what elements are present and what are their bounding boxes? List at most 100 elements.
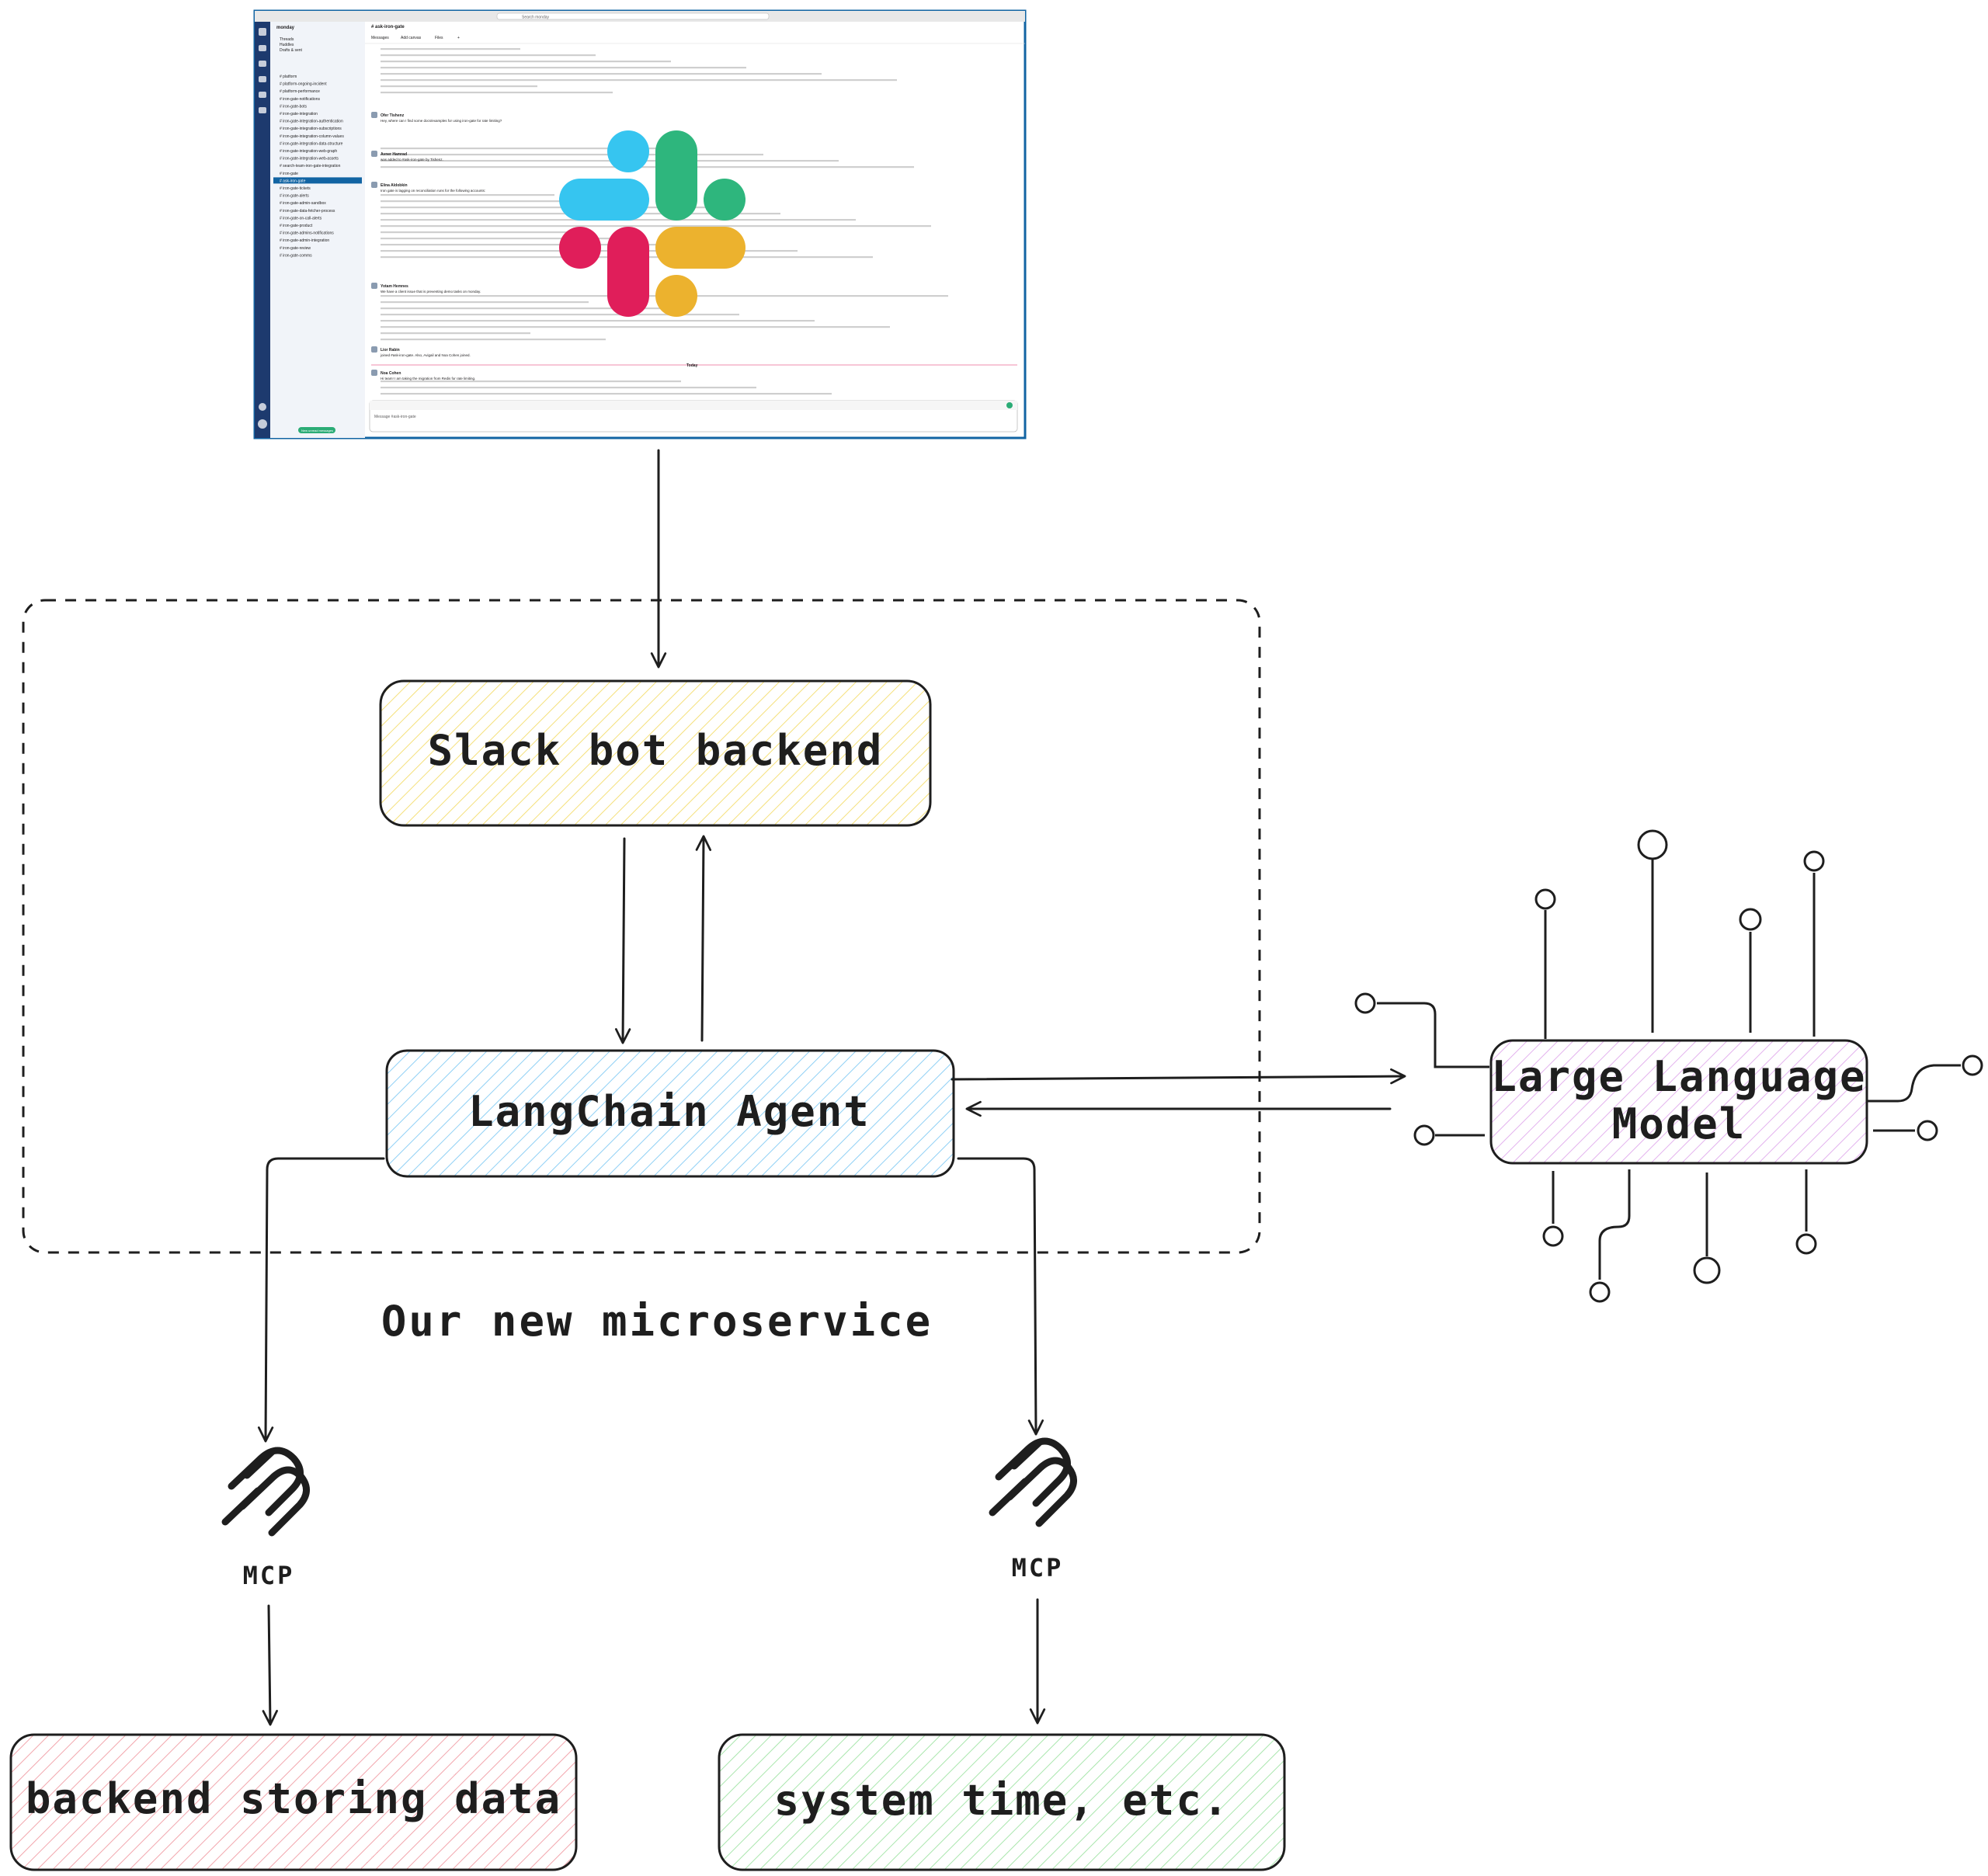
files-icon[interactable] <box>259 76 266 82</box>
sidebar-channel[interactable]: # search-team-iron-gate-integration <box>280 164 341 168</box>
message-author[interactable]: Avner Hamrad <box>381 152 407 157</box>
dms-icon[interactable] <box>259 45 266 51</box>
slack-logo-icon <box>559 130 746 317</box>
sidebar-channel[interactable]: # iron-gate <box>280 172 298 176</box>
langchain-agent-label: LangChain Agent <box>468 1087 871 1136</box>
langchain-agent-node[interactable]: LangChain Agent <box>385 1049 955 1178</box>
sidebar-channel[interactable]: # platform <box>280 75 297 79</box>
backend-storing-data-node[interactable]: backend storing data <box>9 1733 578 1871</box>
sidebar-channel[interactable]: # iron-gate-integration-web-assets <box>280 157 339 162</box>
edge-agent-to-llm <box>951 1068 1406 1085</box>
send-icon[interactable] <box>1006 402 1013 408</box>
sidebar-channel-active[interactable] <box>273 177 362 184</box>
sidebar-top-item[interactable]: Threads <box>280 37 294 42</box>
message-text: Hey, where can I find some docs/examples… <box>381 119 502 123</box>
sidebar-channel[interactable]: # iron-gate-comms <box>280 253 312 258</box>
sidebar-channel[interactable]: # iron-gate-on-call-alerts <box>280 216 322 221</box>
channel-tab[interactable]: Add canvas <box>401 36 422 40</box>
sidebar-top-item[interactable]: Huddles <box>280 43 294 47</box>
message-text-line <box>381 79 897 82</box>
sidebar-top-item[interactable]: Drafts & sent <box>280 48 303 53</box>
message-text-line <box>381 231 572 234</box>
message-text-line <box>381 154 763 156</box>
message-text: Iron gate is lagging on reconciliation r… <box>381 189 485 193</box>
mcp-right-label: MCP <box>1012 1553 1064 1582</box>
sidebar-channel[interactable]: # platform-performance <box>280 89 320 94</box>
workspace-name[interactable]: monday <box>276 26 295 30</box>
add-workspace-icon[interactable] <box>259 403 266 411</box>
channel-tab[interactable]: Files <box>435 36 443 40</box>
sidebar-channel[interactable]: # iron-gate-data-fetcher-process <box>280 209 335 214</box>
mcp-left-label: MCP <box>243 1561 295 1590</box>
date-divider: Today <box>686 363 698 368</box>
backend-storing-data-label: backend storing data <box>26 1774 561 1823</box>
message-text-line <box>381 61 671 63</box>
slack-search-input[interactable] <box>496 12 770 20</box>
message-text-line <box>381 301 589 304</box>
message-text: Hi team! I am taking the migration from … <box>381 377 475 380</box>
channel-title: # ask-iron-gate <box>371 25 405 30</box>
home-icon[interactable] <box>259 28 266 36</box>
message-avatar[interactable] <box>371 151 377 157</box>
llm-label-line-2: Model <box>1612 1100 1746 1148</box>
sidebar-channel[interactable]: # iron-gate-integration-authentication <box>280 120 343 124</box>
message-text-line <box>381 332 530 335</box>
slack-bot-backend-node[interactable]: Slack bot backend <box>379 679 932 827</box>
message-text-line <box>381 380 681 383</box>
sidebar-channel[interactable]: # ask-iron-gate <box>280 179 306 183</box>
composer-placeholder: Message #ask-iron-gate <box>374 415 416 419</box>
message-text-line <box>381 387 756 389</box>
message-text-line <box>381 225 931 228</box>
sidebar-channel[interactable]: # iron-gate-integration <box>280 112 318 116</box>
message-author[interactable]: Lior Rabin <box>381 348 400 353</box>
message-text-line <box>381 194 554 196</box>
sidebar-channel[interactable]: # iron-gate-notifications <box>280 97 320 102</box>
edge-agent-to-mcp-left <box>257 1157 385 1443</box>
sidebar-channel[interactable]: # iron-gate-admins-notifications <box>280 231 334 236</box>
message-text: was added to #ask-iron-gate by Tishenz. <box>381 158 443 162</box>
message-author[interactable]: Elina Aldobkin <box>381 183 408 188</box>
sidebar-channel[interactable]: # iron-gate-integration-data-structure <box>280 141 343 146</box>
later-icon[interactable] <box>259 92 266 98</box>
more-icon[interactable] <box>259 107 266 113</box>
llm-circuit-pins <box>1354 829 1983 1303</box>
message-author[interactable]: Yotam Hemnes <box>381 284 408 289</box>
message-text-line <box>381 307 664 310</box>
message-text-line <box>381 54 596 57</box>
avatar[interactable] <box>258 419 267 429</box>
message-text-line <box>381 314 739 316</box>
sidebar-channel[interactable]: # iron-gate-alerts <box>280 194 309 199</box>
message-avatar[interactable] <box>371 182 377 188</box>
sidebar-channel[interactable]: # iron-gate-integration-column-values <box>280 134 344 139</box>
message-avatar[interactable] <box>371 370 377 376</box>
sidebar-channel[interactable]: # iron-gate-integration-web-graph <box>280 149 337 154</box>
sidebar-channel[interactable]: # iron-gate-integration-subscriptions <box>280 127 342 131</box>
unread-badge[interactable] <box>298 427 335 433</box>
edge-agent-to-mcp-right <box>957 1157 1044 1436</box>
message-avatar[interactable] <box>371 346 377 353</box>
system-time-label: system time, etc. <box>774 1776 1230 1825</box>
edge-mcp-left-to-backend <box>262 1604 278 1726</box>
message-avatar[interactable] <box>371 112 377 118</box>
microservice-label: Our new microservice <box>381 1297 933 1346</box>
system-time-node[interactable]: system time, etc. <box>718 1733 1286 1871</box>
message-text-line <box>381 85 537 88</box>
channel-tab[interactable]: Messages <box>371 36 389 40</box>
message-author[interactable]: Noa Cohen <box>381 371 401 376</box>
message-author[interactable]: Ofer Tishenz <box>381 113 405 118</box>
message-text-line <box>381 393 832 395</box>
sidebar-channel[interactable]: # platform-ongoing-incident <box>280 82 327 87</box>
message-avatar[interactable] <box>371 283 377 289</box>
sidebar-channel[interactable]: # iron-gate-admin-integration <box>280 238 329 243</box>
sidebar-channel[interactable]: # iron-gate-review <box>280 246 311 251</box>
sidebar-channel[interactable]: # iron-gate-product <box>280 224 313 228</box>
edge-agent-to-backend <box>695 835 712 1042</box>
activity-icon[interactable] <box>259 61 266 67</box>
mcp-icon <box>989 1437 1077 1527</box>
sidebar-channel[interactable]: # iron-gate-tickets <box>280 186 311 191</box>
channel-tab[interactable]: + <box>457 36 460 40</box>
sidebar-channel[interactable]: # iron-gate-bots <box>280 104 308 109</box>
sidebar-channel[interactable]: # iron-gate-admin-sandbox <box>280 201 326 206</box>
slack-screenshot: Search monday monday ThreadsHuddlesDraft… <box>253 9 1027 439</box>
llm-node[interactable]: Large Language Model <box>1354 829 1983 1303</box>
